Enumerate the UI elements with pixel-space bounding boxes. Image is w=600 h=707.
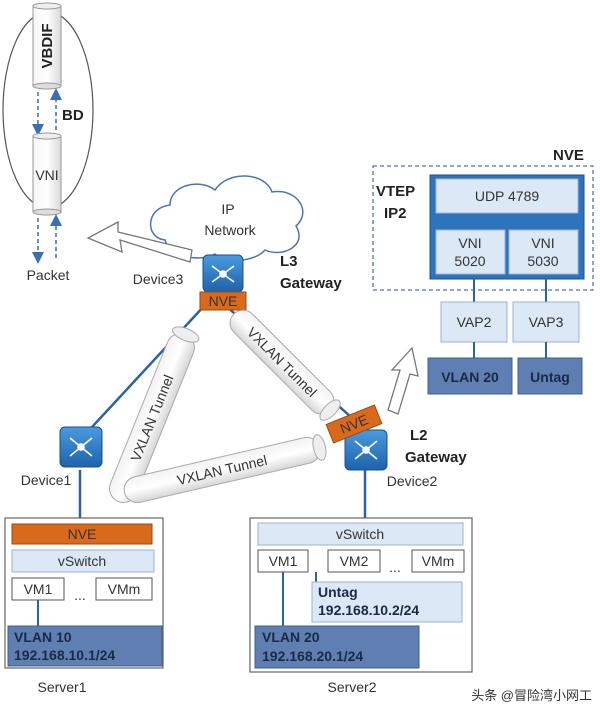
udp-box [435,178,579,214]
vap2-box [440,301,508,343]
vni2-line1: VNI [531,235,554,251]
server1-vswitch [11,549,155,573]
vlan20-label: VLAN 20 [441,369,499,385]
device3-role-2: Gateway [280,275,342,292]
device3-role-1: L3 [280,253,298,270]
server1-nve [11,523,153,545]
tunnel-2-label: VXLAN Tunnel [244,324,320,400]
server2-vmm-label: VMm [422,553,455,569]
server2-vlan-line2: 192.168.20.1/24 [262,648,363,664]
nve-panel-title: NVE [553,147,584,164]
vni-box-1 [435,229,506,275]
arrow-to-nve-panel [387,346,419,415]
server2-vm2 [327,549,381,573]
vap2-label: VAP2 [457,314,492,330]
top-left-model: VBDIF BD VNI Packet [2,2,94,283]
vbdif-cylinder: VBDIF [32,2,62,90]
server2-vswitch-label: vSwitch [336,526,384,542]
vni1-line2: 5020 [454,253,485,269]
server2-vm1-label: VM1 [269,553,298,569]
server2-name: Server2 [327,679,376,695]
vtep-line2: IP2 [384,205,407,222]
server2-vlan-box [254,625,420,669]
untag-box [517,357,583,395]
arrow-to-packet [86,220,193,263]
server2-frame [249,517,473,673]
device1: Device1 [21,426,103,488]
untag-label: Untag [530,369,570,385]
device2: NVE Device2 L2 Gateway [325,346,467,489]
vtep-line1: VTEP [376,183,415,200]
server2-vmm [411,549,465,573]
server1-frame [4,517,164,669]
server1-nve-label: NVE [68,526,97,542]
vbdif-label: VBDIF [39,24,56,69]
vni1-line1: VNI [458,235,481,251]
server2-vswitch [257,522,464,546]
bd-label: BD [62,107,84,124]
server1-name: Server1 [37,679,86,695]
watermark: 头条 @冒险湾小网工 [471,688,592,703]
ip-network-cloud: IP Network [149,175,304,262]
vni-cylinder: VNI [32,132,62,216]
vni2-line2: 5030 [527,253,558,269]
server2-untag-line2: 192.168.10.2/24 [318,602,419,618]
vni-box-2 [508,229,579,275]
tunnel-2: VXLAN Tunnel [229,309,341,421]
cloud-line1: IP [221,201,234,217]
device2-role-2: Gateway [405,449,467,466]
nve-panel-frame [372,165,594,291]
vap3-label: VAP3 [529,314,564,330]
server1-vmm [95,577,153,601]
device2-nve [325,404,383,444]
device3-nve-label: NVE [209,293,238,309]
device1-name: Device1 [21,472,72,488]
packet-label: Packet [27,267,70,283]
server1: NVE vSwitch VM1 ... VMm VLAN 10 192.168.… [4,517,164,695]
device3-name: Device3 [133,271,184,287]
vlan20-box [427,357,513,395]
device3: NVE Device3 L3 Gateway [133,253,342,311]
device2-role-1: L2 [410,427,428,444]
server1-vlan-box [7,625,163,667]
vni-label: VNI [35,167,58,183]
vap3-box [512,301,580,343]
server1-vlan-line2: 192.168.10.1/24 [14,647,115,663]
server2-vm2-label: VM2 [340,553,369,569]
server2-untag-box [311,581,463,623]
nve-panel: NVE VTEP IP2 UDP 4789 VNI 5020 VNI 5030 … [372,147,594,395]
server2-vlan-line1: VLAN 20 [262,629,320,645]
device2-name: Device2 [387,473,438,489]
server1-vswitch-label: vSwitch [58,553,106,569]
cloud-line2: Network [204,222,256,238]
udp-label: UDP 4789 [475,188,540,204]
server2-untag-line1: Untag [318,584,358,600]
server1-vlan-line1: VLAN 10 [14,629,72,645]
server1-vm1-label: VM1 [24,581,53,597]
server1-vmm-label: VMm [108,581,141,597]
server1-dots: ... [74,587,86,603]
server2-dots: ... [389,559,401,575]
device3-nve [199,291,247,311]
server2: vSwitch VM1 VM2 ... VMm Untag 192.168.10… [249,517,473,695]
